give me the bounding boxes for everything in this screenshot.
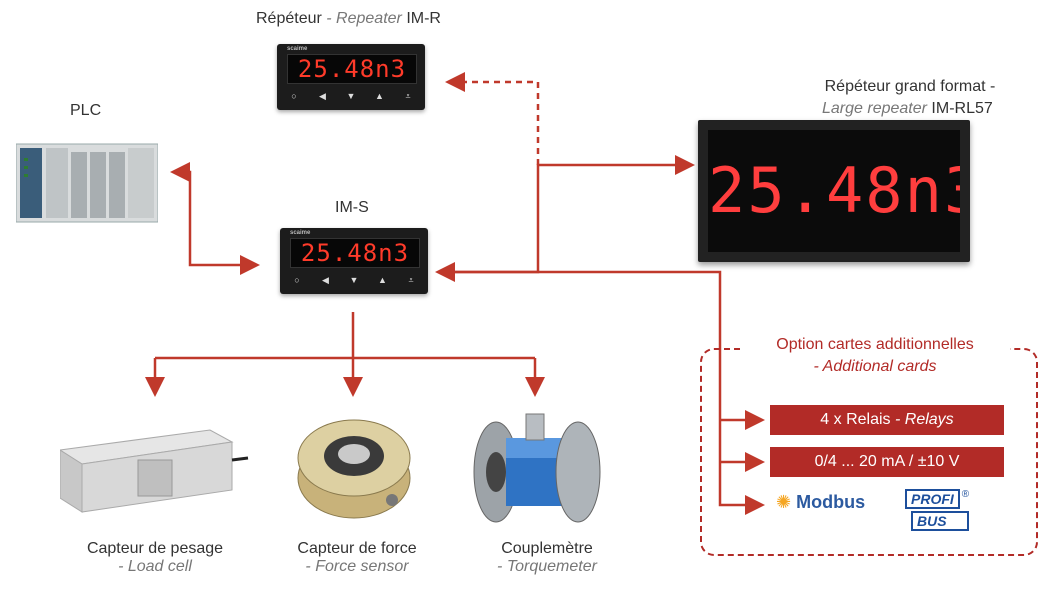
force-label: Capteur de force - Force sensor [262, 540, 452, 576]
option-title-fr: Option cartes additionnelles [776, 336, 974, 353]
loadcell-en: - Load cell [118, 558, 192, 575]
large-repeater-display: 25.48n3 [698, 120, 970, 262]
repeater-model: IM-R [406, 10, 441, 27]
torque-fr: Couplemètre [501, 540, 593, 557]
ims-title: IM-S [335, 199, 369, 216]
key-row: ○ ◀ ▼ ▲ ⩡ [287, 90, 415, 102]
modbus-burst-icon: ✺ [776, 492, 792, 512]
left-icon[interactable]: ◀ [322, 275, 329, 285]
option-subtitle: - Additional cards [760, 358, 990, 376]
display-reading: 25.48n3 [287, 54, 417, 84]
large-repeater-title: Répéteur grand format - [800, 78, 1020, 96]
large-repeater-subtitle: Large repeater IM-RL57 [822, 100, 993, 118]
relays-en: - Relays [895, 411, 954, 428]
enter-icon[interactable]: ⩡ [405, 91, 411, 101]
force-sensor-image [297, 419, 411, 519]
brand-label: scaime [287, 46, 308, 52]
circle-icon[interactable]: ○ [291, 91, 297, 101]
force-fr: Capteur de force [297, 540, 417, 557]
ims-bus-link [445, 155, 695, 274]
torquemeter-image [473, 413, 601, 523]
left-icon[interactable]: ◀ [319, 91, 326, 101]
analog-card: 0/4 ... 20 mA / ±10 V [770, 447, 1004, 477]
loadcell-label: Capteur de pesage - Load cell [55, 540, 255, 576]
force-en: - Force sensor [305, 558, 409, 575]
plc-link [170, 162, 260, 275]
modbus-text: Modbus [796, 492, 866, 512]
plc-title: PLC [70, 102, 102, 119]
sensor-trunk [155, 312, 535, 360]
option-link [435, 262, 765, 515]
repeater-title-en: - Repeater [326, 10, 402, 27]
torque-en: - Torquemeter [497, 558, 597, 575]
option-title-en: - Additional cards [813, 358, 937, 375]
ims-display: scaime 25.48n3 ○ ◀ ▼ ▲ ⩡ [280, 228, 428, 294]
display-reading: 25.48n3 [708, 130, 960, 252]
repeater-dashed-link [445, 72, 540, 165]
large-repeater-fr: Répéteur grand format - [824, 78, 996, 95]
key-row: ○ ◀ ▼ ▲ ⩡ [290, 274, 418, 286]
large-repeater-en: Large repeater [822, 100, 927, 117]
torque-label: Couplemètre - Torquemeter [462, 540, 632, 576]
repeater-display: scaime 25.48n3 ○ ◀ ▼ ▲ ⩡ [277, 44, 425, 110]
registered-mark: ® [961, 489, 970, 500]
relays-card: 4 x Relais - Relays [770, 405, 1004, 435]
profibus-bottom: BUS [911, 511, 969, 531]
up-icon[interactable]: ▲ [375, 91, 384, 101]
down-icon[interactable]: ▼ [346, 91, 356, 101]
modbus-logo: ✺ Modbus [776, 492, 865, 513]
loadcell-fr: Capteur de pesage [86, 540, 224, 557]
up-icon[interactable]: ▲ [378, 275, 387, 285]
plc-image [16, 143, 158, 223]
relays-fr: 4 x Relais [820, 411, 891, 428]
large-repeater-model: IM-RL57 [931, 100, 993, 117]
repeater-title: Répéteur - Repeater IM-R [256, 10, 441, 28]
enter-icon[interactable]: ⩡ [408, 275, 414, 285]
display-reading: 25.48n3 [290, 238, 420, 268]
profibus-top: PROFI [905, 489, 960, 509]
brand-label: scaime [290, 230, 311, 236]
down-icon[interactable]: ▼ [349, 275, 359, 285]
loadcell-image [60, 429, 249, 513]
repeater-title-fr: Répéteur [256, 10, 322, 27]
option-title: Option cartes additionnelles [740, 336, 1010, 354]
profibus-logo: PROFI ® BUS [905, 489, 969, 531]
circle-icon[interactable]: ○ [294, 275, 300, 285]
